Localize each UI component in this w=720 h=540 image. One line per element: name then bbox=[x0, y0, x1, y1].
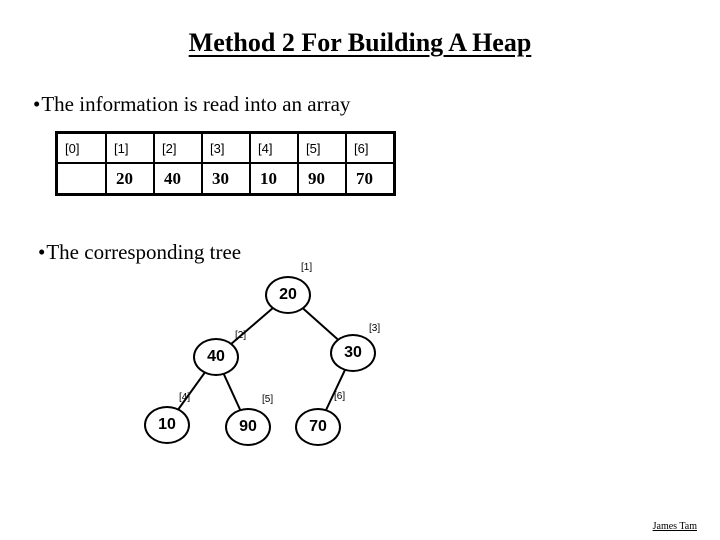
array-table: [0] [1] [2] [3] [4] [5] [6] 20 40 30 10 … bbox=[55, 131, 396, 196]
footer-author: James Tam bbox=[652, 521, 697, 532]
array-value-cell: 30 bbox=[201, 162, 251, 196]
array-index-cell: [2] bbox=[153, 131, 203, 164]
tree-node-10: 10 bbox=[144, 406, 190, 444]
bullet-text: The corresponding tree bbox=[46, 240, 242, 264]
tree-node-20: 20 bbox=[265, 276, 311, 314]
tree-node-70: 70 bbox=[295, 408, 341, 446]
tree-node-90: 90 bbox=[225, 408, 271, 446]
array-value-cell bbox=[55, 162, 107, 196]
array-index-cell: [1] bbox=[105, 131, 155, 164]
array-value-row: 20 40 30 10 90 70 bbox=[55, 162, 396, 196]
tree-node-30: 30 bbox=[330, 334, 376, 372]
tree-node-40: 40 bbox=[193, 338, 239, 376]
bullet-icon: • bbox=[33, 92, 41, 116]
tree-node-index-6: [6] bbox=[334, 391, 346, 402]
array-value-cell: 40 bbox=[153, 162, 203, 196]
tree-node-index-4: [4] bbox=[179, 392, 191, 403]
array-value-cell: 90 bbox=[297, 162, 347, 196]
bullet-text: The information is read into an array bbox=[41, 92, 351, 116]
bullet-icon: • bbox=[38, 240, 46, 264]
tree-node-index-2: [2] bbox=[235, 330, 247, 341]
bullet-line-tree: •The corresponding tree bbox=[38, 240, 241, 265]
bullet-line-array: •The information is read into an array bbox=[33, 92, 350, 117]
tree-node-index-1: [1] bbox=[301, 262, 313, 273]
array-value-cell: 20 bbox=[105, 162, 155, 196]
array-value-cell: 10 bbox=[249, 162, 299, 196]
array-index-cell: [5] bbox=[297, 131, 347, 164]
array-index-row: [0] [1] [2] [3] [4] [5] [6] bbox=[55, 131, 396, 164]
slide-title: Method 2 For Building A Heap bbox=[188, 28, 532, 57]
tree-node-index-5: [5] bbox=[262, 394, 274, 405]
array-value-cell: 70 bbox=[345, 162, 396, 196]
tree-node-index-3: [3] bbox=[369, 323, 381, 334]
